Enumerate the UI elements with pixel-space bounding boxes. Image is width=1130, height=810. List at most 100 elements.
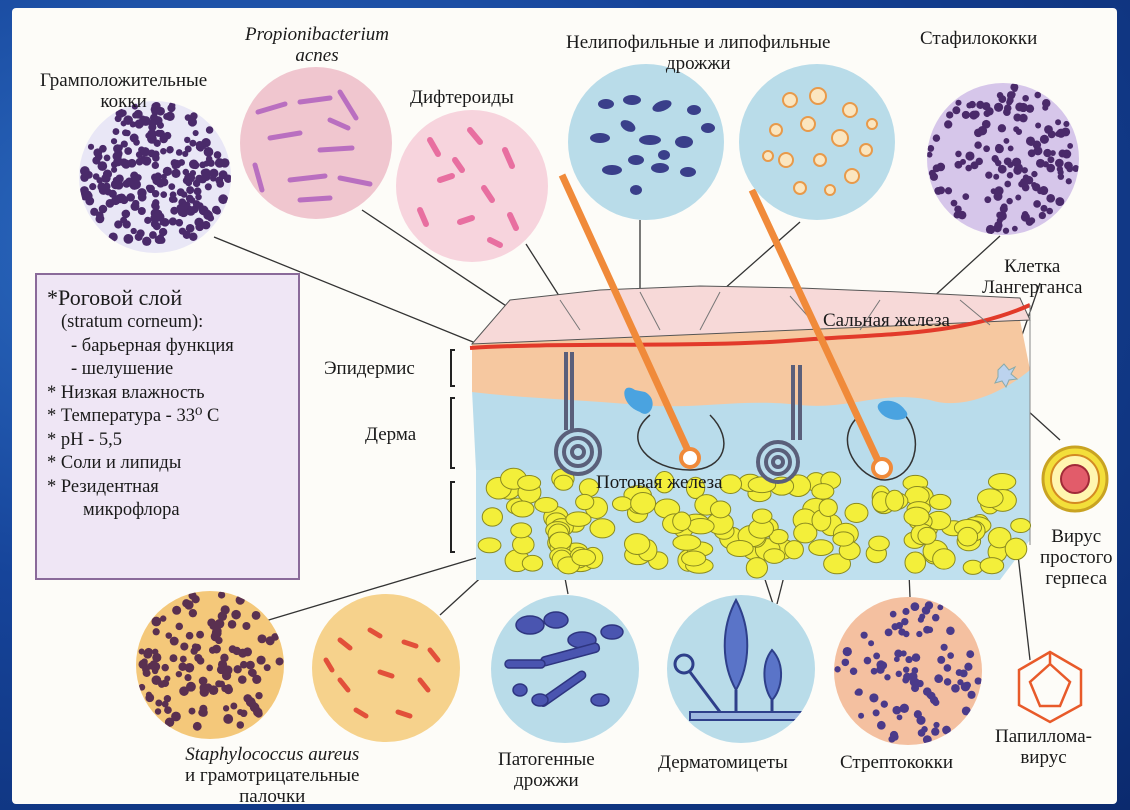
coccus-dot [237, 721, 244, 728]
coccus-dot [182, 599, 190, 607]
coccus-dot [937, 656, 945, 664]
fat-cell [886, 490, 904, 511]
coccus-dot [120, 196, 128, 204]
coccus-dot [132, 200, 139, 207]
coccus-dot [189, 140, 196, 147]
coccus-dot [111, 138, 117, 144]
coccus-dot [97, 182, 106, 191]
coccus-dot [877, 721, 886, 730]
coccus-dot [1007, 96, 1013, 102]
coccus-dot [1031, 171, 1037, 177]
coccus-dot [876, 665, 884, 673]
coccus-dot [113, 177, 119, 183]
coccus-dot [142, 156, 151, 165]
coccus-dot [901, 618, 908, 625]
coccus-dot [186, 632, 194, 640]
fat-cell [511, 501, 534, 517]
layer-brackets [451, 350, 455, 552]
coccus-dot [1007, 172, 1013, 178]
info-item: * Резидентная [47, 476, 290, 500]
coccus-dot [138, 193, 147, 202]
coccus-dot [1015, 195, 1021, 201]
coccus-dot [964, 663, 972, 671]
coccus-dot [223, 714, 233, 724]
coccus-dot [898, 628, 905, 635]
fat-cell [988, 474, 1015, 491]
coccus-dot [180, 642, 188, 650]
coccus-dot [199, 175, 207, 183]
coccus-dot [842, 659, 850, 667]
coccus-dot [983, 145, 990, 152]
coccus-dot [214, 208, 221, 215]
coccus-dot [152, 162, 159, 169]
coccus-dot [199, 708, 208, 717]
coccus-dot [184, 674, 191, 681]
coccus-dot [869, 693, 878, 702]
coccus-dot [220, 654, 228, 662]
coccus-dot [164, 675, 170, 681]
coccus-dot [933, 134, 940, 141]
coccus-dot [257, 656, 266, 665]
coccus-dot [967, 691, 975, 699]
fat-cell [535, 498, 558, 513]
coccus-dot [902, 608, 909, 615]
fat-cell [905, 552, 926, 573]
coccus-dot [88, 144, 94, 150]
circle-pathogenic-yeasts [491, 595, 639, 743]
coccus-dot [196, 631, 204, 639]
label-dermatomycetes: Дерматомицеты [658, 752, 788, 773]
coccus-dot [897, 714, 903, 720]
label-propionibacterium: Propionibacteriumacnes [232, 24, 402, 66]
coccus-dot [881, 701, 888, 708]
fat-cell [549, 532, 571, 550]
coccus-dot [936, 163, 945, 172]
fat-cell [752, 509, 772, 523]
coccus-dot [183, 169, 190, 176]
coccus-dot [222, 671, 231, 680]
coccus-dot [180, 656, 187, 663]
coccus-dot [276, 657, 284, 665]
coccus-dot [92, 156, 100, 164]
circle-yeasts-nonlipophilic [568, 64, 724, 220]
circle-gram-negative-rods [312, 594, 460, 742]
coccus-dot [1014, 163, 1023, 172]
coccus-dot [947, 652, 954, 659]
coccus-dot [996, 212, 1003, 219]
fat-cell [522, 555, 542, 571]
coccus-dot [189, 708, 196, 715]
coccus-dot [255, 692, 262, 699]
coccus-dot [884, 674, 890, 680]
coccus-dot [214, 151, 222, 159]
coccus-dot [162, 701, 169, 708]
coccus-dot [962, 111, 970, 119]
coccus-dot [894, 656, 900, 662]
fat-cell [513, 535, 535, 553]
coccus-dot [124, 147, 132, 155]
coccus-dot [927, 145, 934, 152]
coccus-dot [1013, 113, 1021, 121]
coccus-dot [255, 710, 263, 718]
coccus-dot [918, 729, 926, 737]
coccus-dot [998, 95, 1006, 103]
coccus-dot [176, 623, 183, 630]
coccus-dot [941, 644, 948, 651]
coccus-dot [246, 661, 255, 670]
coccus-dot [152, 649, 158, 655]
coccus-dot [1055, 119, 1061, 125]
fat-cell [764, 549, 785, 564]
fat-cell [612, 497, 632, 511]
fat-cell [930, 494, 951, 509]
coccus-dot [109, 232, 118, 241]
coccus-dot [156, 179, 165, 188]
coccus-dot [153, 628, 160, 635]
coccus-dot [199, 162, 206, 169]
coccus-dot [984, 196, 991, 203]
coccus-dot [919, 613, 925, 619]
coccus-dot [1058, 169, 1064, 175]
coccus-dot [955, 151, 962, 158]
coccus-dot [111, 196, 120, 205]
coccus-dot [966, 650, 974, 658]
coccus-dot [934, 187, 942, 195]
coccus-dot [193, 722, 202, 731]
coccus-dot [931, 727, 939, 735]
